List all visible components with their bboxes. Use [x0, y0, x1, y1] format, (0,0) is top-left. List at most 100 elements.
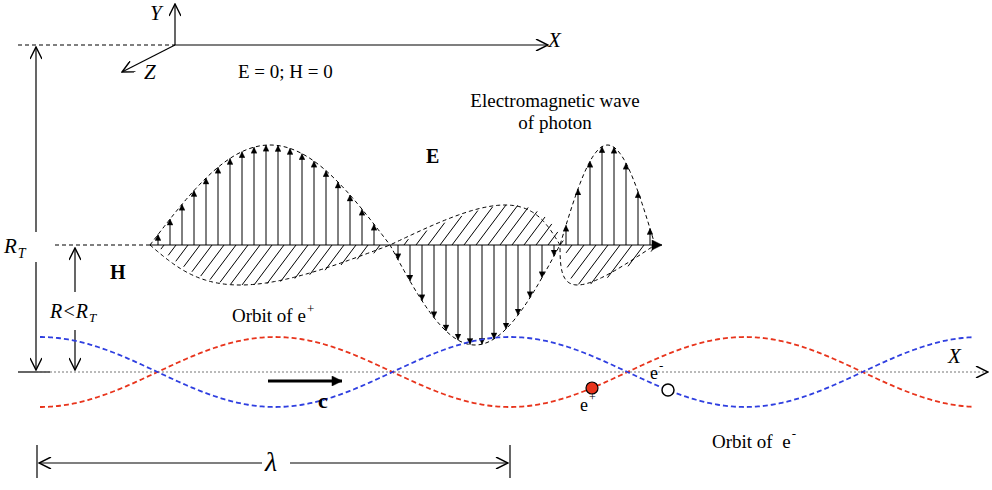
e-field-vector [350, 195, 351, 245]
e-field-vector [182, 204, 183, 245]
e-field-vector [446, 245, 447, 331]
e-field-vector [542, 245, 543, 278]
h-field-vector [168, 245, 176, 255]
h-field-vector [242, 245, 272, 285]
e-field-vector [518, 245, 519, 315]
e-field-vector [494, 245, 495, 339]
reference-dashed-line [18, 44, 175, 45]
charge-superscript: + [589, 391, 596, 403]
h-field-vector [404, 239, 408, 245]
e-field-vector [650, 229, 651, 245]
h-field-vector [536, 224, 552, 245]
wave-axis-dashed [55, 244, 150, 245]
e-field-vector [290, 148, 291, 245]
h-field-vector [651, 245, 656, 252]
wavelength-arrow [39, 462, 262, 463]
wavelength-tick [509, 445, 510, 478]
wavelength-tick [36, 445, 37, 478]
rt-dimension-arrow [35, 262, 36, 370]
h-field-vector [591, 245, 620, 284]
h-field-vector [176, 245, 188, 261]
e-field-vector [314, 161, 315, 245]
field-label: H [110, 262, 126, 282]
h-field-vector [281, 245, 308, 282]
h-field-vector [220, 245, 248, 282]
h-field-vector [295, 245, 320, 279]
r-dimension-arrow [74, 248, 75, 292]
h-field-vector [524, 217, 545, 245]
dimension-subscript: T [89, 311, 96, 324]
axis-label: Z [144, 62, 156, 83]
wave-caption: Electromagnetic wave of photon [470, 90, 640, 134]
h-field-vector [416, 231, 427, 245]
e-field-vector [626, 163, 627, 245]
h-field-vector [440, 216, 462, 245]
axis-label: X [548, 30, 561, 51]
h-field-vector [231, 245, 260, 284]
charge-superscript: - [792, 427, 796, 440]
e-field-envelope [150, 145, 654, 345]
h-field-vector [607, 245, 632, 278]
e-field-vector [326, 171, 327, 245]
h-field-vector [161, 245, 164, 249]
h-field-vector [560, 241, 563, 245]
e-field-vector [242, 152, 243, 245]
h-field-vector [512, 211, 537, 245]
h-field-vector [452, 211, 478, 245]
e-field-vector [434, 245, 435, 318]
h-field-vector [464, 207, 493, 245]
e-field-vector [410, 245, 411, 281]
e-field-vector [458, 245, 459, 340]
h-field-vector [192, 245, 212, 272]
positron-orbit [40, 337, 974, 407]
rt-tick [18, 371, 50, 372]
h-field-vector [628, 245, 644, 266]
r-dimension-arrow [74, 330, 75, 370]
e-field-vector [254, 147, 255, 245]
h-field-vector [488, 205, 518, 245]
h-field-vector [571, 245, 596, 278]
e-field-vector [614, 147, 615, 245]
e-field-vector [530, 245, 531, 298]
field-label: E [426, 146, 439, 166]
rt-dimension-arrow [35, 47, 36, 232]
e-field-vector [302, 154, 303, 245]
e-field-vector [206, 178, 207, 245]
h-field-vector [201, 245, 224, 276]
dimension-subscript: T [18, 247, 26, 261]
particle-label: e [580, 396, 588, 414]
e-field-vector [398, 245, 399, 260]
e-field-vector [470, 245, 471, 345]
e-field-vector [590, 161, 591, 245]
e-field-vector [338, 182, 339, 245]
e-field-vector [638, 192, 639, 245]
h-field-vector [566, 245, 572, 253]
e-field-vector [230, 158, 231, 245]
h-field-vector [310, 245, 332, 275]
y-axis [174, 4, 175, 45]
e-field-vector [170, 219, 171, 245]
e-field-vector [554, 245, 555, 256]
velocity-arrow [268, 380, 342, 383]
e-field-vector [194, 191, 195, 245]
e-field-vector [266, 145, 267, 245]
h-field-vector [254, 245, 284, 285]
axis-label: X [948, 346, 961, 367]
e-field-vector [218, 167, 219, 245]
axis-label: Y [150, 3, 162, 24]
h-field-vector [210, 245, 236, 280]
h-field-vector [357, 245, 368, 259]
dimension-label: R [4, 236, 17, 257]
orbit-axis [38, 371, 988, 372]
e-field-vector [482, 245, 483, 344]
e-field-vector [374, 224, 375, 245]
e-field-vector [506, 245, 507, 329]
h-field-vector [325, 245, 344, 270]
wavelength-arrow [290, 462, 508, 463]
particle-label: e [650, 364, 658, 382]
e-field-vector [278, 146, 279, 245]
h-field-vector [578, 245, 608, 284]
e-field-vector [158, 235, 159, 245]
orbit-label: Orbit of e [232, 306, 306, 325]
